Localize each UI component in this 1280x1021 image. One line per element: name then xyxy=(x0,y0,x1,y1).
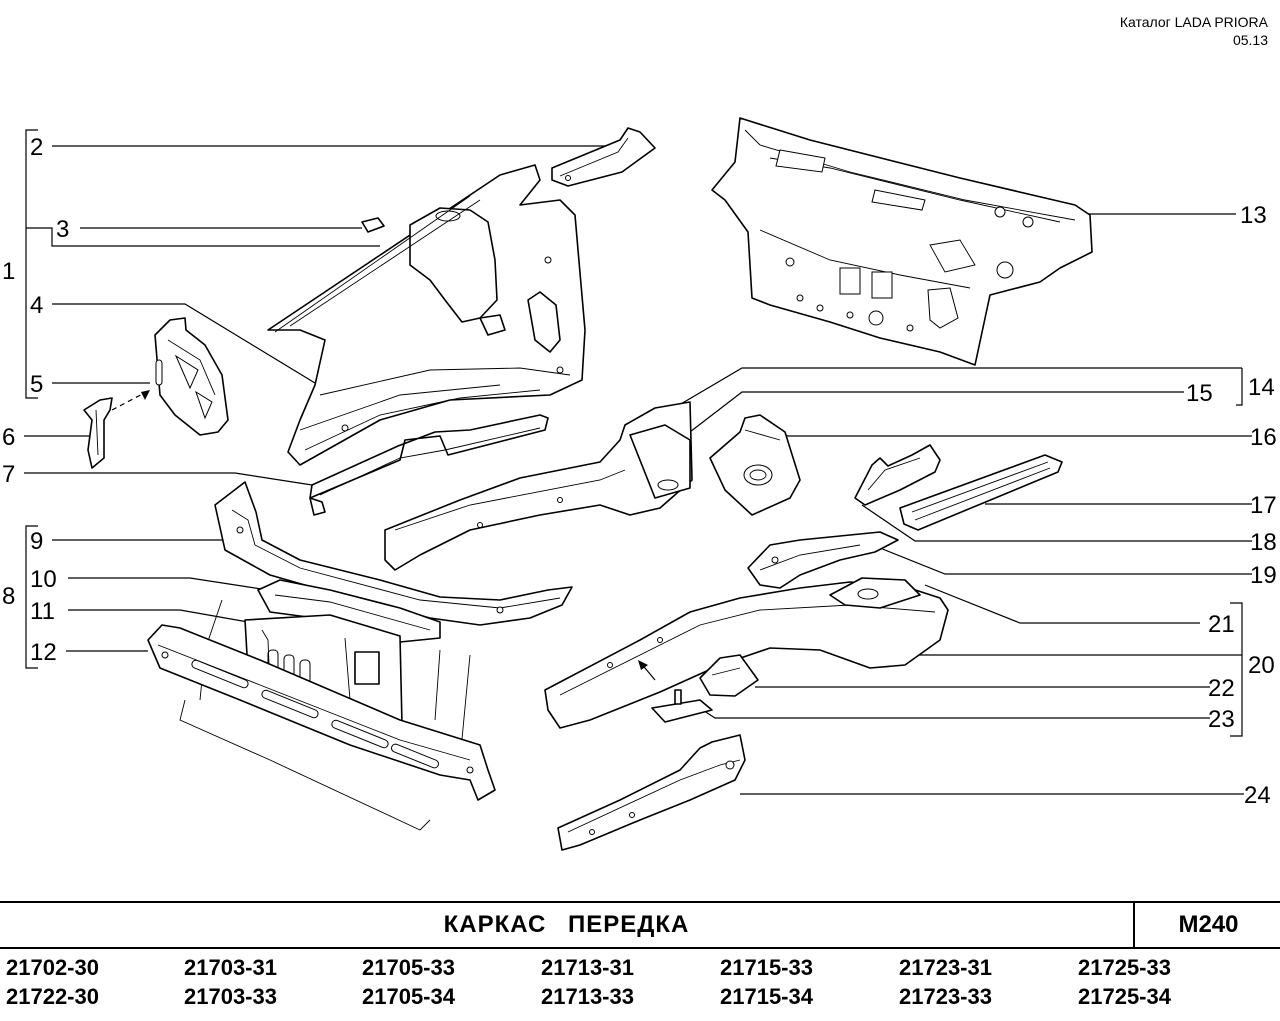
callout-15: 15 xyxy=(1186,380,1213,407)
callout-labels: 1 2 3 4 5 6 7 8 9 10 11 12 13 14 15 16 1… xyxy=(2,134,1277,809)
sheet-title: КАРКАС ПЕРЕДКА xyxy=(443,911,690,938)
catalog-title: Каталог LADA PRIORA xyxy=(1119,14,1268,30)
leader-lines xyxy=(24,129,1252,795)
model-code: 21713-33 xyxy=(541,984,634,1009)
callout-2: 2 xyxy=(30,134,43,161)
callout-13: 13 xyxy=(1240,202,1267,229)
model-code: 21723-31 xyxy=(899,955,992,980)
callout-17: 17 xyxy=(1250,492,1277,519)
callout-8: 8 xyxy=(2,583,15,610)
part-16-bracket xyxy=(709,414,801,516)
model-code: 21715-34 xyxy=(720,984,813,1009)
callout-9: 9 xyxy=(30,528,43,555)
part-5-bracket xyxy=(154,317,229,436)
part-7-spar xyxy=(309,414,549,516)
part-23-plate xyxy=(651,689,713,723)
parts-diagram: 1 2 3 4 5 6 7 8 9 10 11 12 13 14 15 16 1… xyxy=(2,117,1277,851)
model-code: 21705-34 xyxy=(362,984,455,1009)
part-18-bracket xyxy=(854,444,941,506)
callout-1: 1 xyxy=(2,258,15,285)
part-12-lower-beam xyxy=(147,624,496,801)
model-code: 21703-33 xyxy=(184,984,277,1009)
callout-21: 21 xyxy=(1208,611,1235,638)
callout-14: 14 xyxy=(1248,374,1275,401)
model-code: 21702-30 xyxy=(6,955,99,980)
part-20-spar-assembly xyxy=(544,577,949,729)
callout-20: 20 xyxy=(1248,652,1275,679)
callout-23: 23 xyxy=(1208,706,1235,733)
callout-4: 4 xyxy=(30,292,43,319)
part-11-radiator-panel xyxy=(244,614,403,726)
callout-22: 22 xyxy=(1208,675,1235,702)
part-6-bracket xyxy=(83,389,151,469)
callout-3: 3 xyxy=(56,216,69,243)
footer-title-bar: КАРКАС ПЕРЕДКА M240 xyxy=(0,901,1280,949)
part-13-dash-panel xyxy=(711,117,1093,366)
model-code: 21703-31 xyxy=(184,955,277,980)
callout-11: 11 xyxy=(30,598,55,625)
callout-12: 12 xyxy=(30,639,57,666)
callout-6: 6 xyxy=(2,424,15,451)
callout-16: 16 xyxy=(1250,424,1277,451)
callout-18: 18 xyxy=(1250,529,1277,556)
part-22-plate xyxy=(699,654,759,697)
model-code: 21705-33 xyxy=(362,955,455,980)
part-2-bracket xyxy=(551,127,656,187)
part-17-strip xyxy=(899,454,1063,531)
sheet-code: M240 xyxy=(1133,903,1280,947)
callout-24: 24 xyxy=(1244,782,1271,809)
callout-10: 10 xyxy=(30,566,57,593)
model-code: 21722-30 xyxy=(6,984,99,1009)
callout-5: 5 xyxy=(30,371,43,398)
part-4-wheel-arch xyxy=(267,164,586,466)
callout-19: 19 xyxy=(1250,562,1277,589)
part-15-member xyxy=(384,401,693,571)
model-code: 21715-33 xyxy=(720,955,813,980)
model-code: 21723-33 xyxy=(899,984,992,1009)
part-3-clip xyxy=(361,217,385,233)
model-code: 21725-33 xyxy=(1078,955,1171,980)
callout-7: 7 xyxy=(2,461,15,488)
part-19-panel xyxy=(747,531,899,589)
model-code: 21713-31 xyxy=(541,955,634,980)
catalog-date: 05.13 xyxy=(1232,32,1268,48)
part-24-lower-spar xyxy=(557,734,746,851)
model-code: 21725-34 xyxy=(1078,984,1171,1009)
